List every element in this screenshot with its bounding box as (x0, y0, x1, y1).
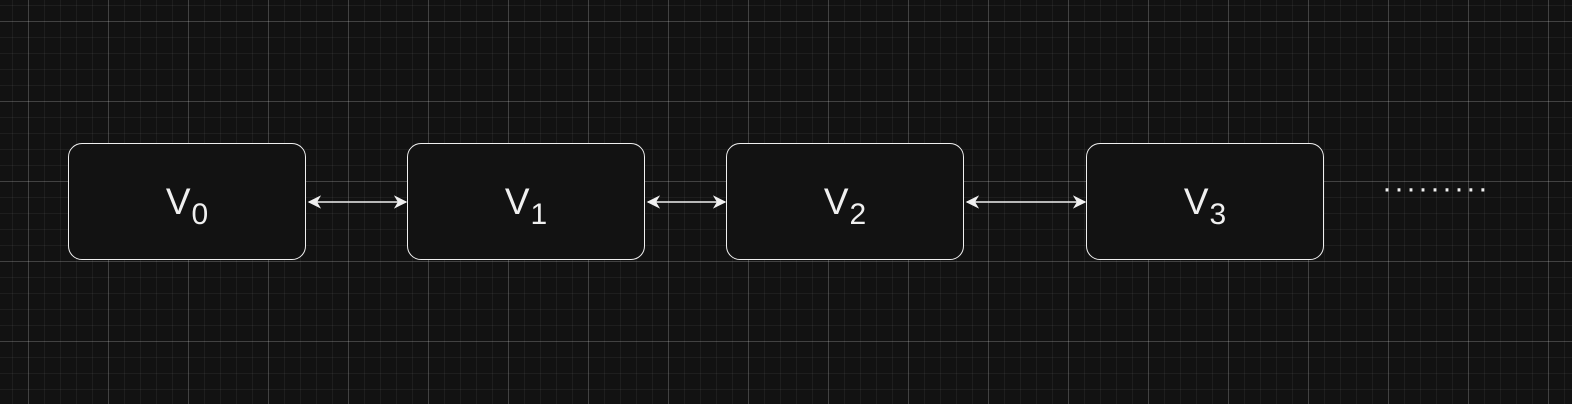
node-label-subscript: 2 (849, 197, 867, 231)
node-v0[interactable]: V0 (68, 143, 306, 260)
node-label-subscript: 3 (1209, 197, 1227, 231)
node-label-subscript: 1 (530, 197, 548, 231)
node-v3[interactable]: V3 (1086, 143, 1324, 260)
node-label-base: V (823, 180, 849, 222)
node-label-base: V (165, 180, 191, 222)
node-label-base: V (1183, 180, 1209, 222)
continuation-dots: ········· (1382, 172, 1490, 205)
node-label: V3 (1183, 180, 1226, 231)
node-label: V2 (823, 180, 866, 231)
node-v1[interactable]: V1 (407, 143, 645, 260)
node-v2[interactable]: V2 (726, 143, 964, 260)
node-label-base: V (504, 180, 530, 222)
node-label: V0 (165, 180, 208, 231)
node-label: V1 (504, 180, 547, 231)
node-label-subscript: 0 (191, 197, 209, 231)
